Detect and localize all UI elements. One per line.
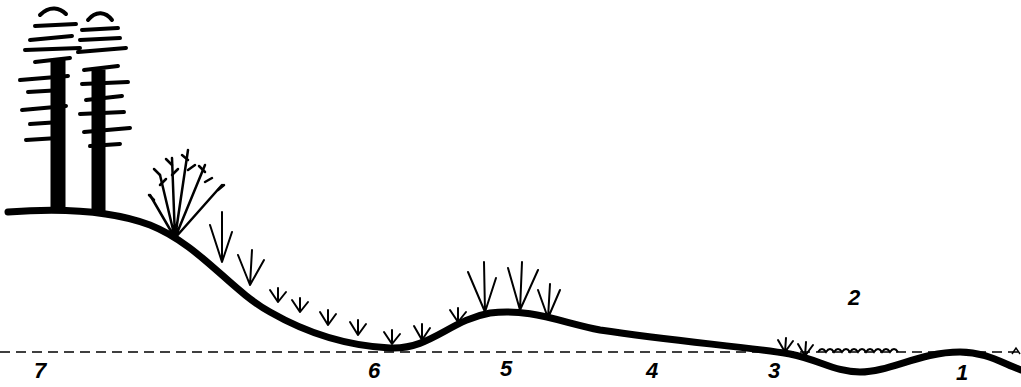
callout-number: 2	[848, 287, 860, 309]
grass-tufts	[210, 212, 813, 356]
shrub	[149, 150, 224, 238]
callout-number: 6	[368, 360, 380, 382]
edge-tuft	[1012, 348, 1020, 354]
callout-number: 5	[500, 358, 512, 380]
callout-number: 1	[956, 362, 968, 384]
callout-number: 4	[646, 360, 658, 382]
water-ripples	[818, 349, 898, 352]
water-level-line	[0, 351, 1021, 353]
callout-number: 7	[34, 360, 46, 382]
ground-profile	[8, 210, 1021, 372]
callout-number: 3	[768, 360, 780, 382]
pine-trees	[20, 8, 130, 212]
